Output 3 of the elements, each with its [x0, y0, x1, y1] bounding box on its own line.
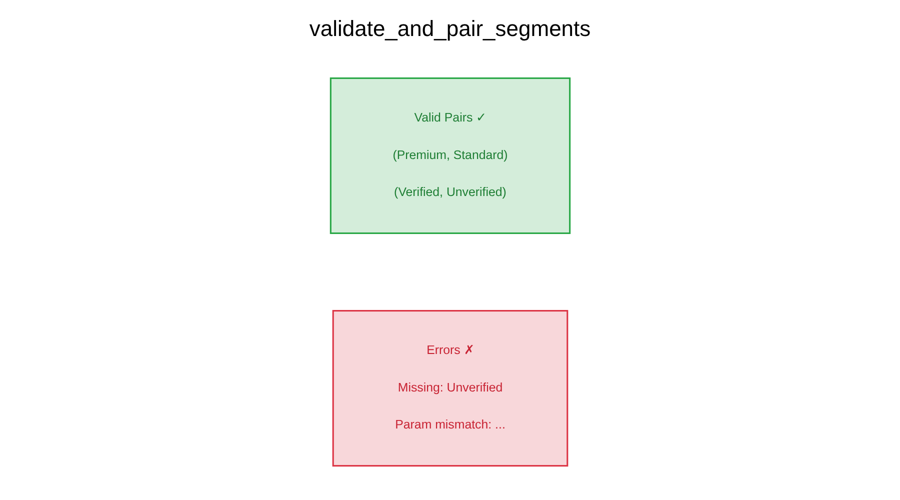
diagram-title: validate_and_pair_segments	[308, 16, 592, 42]
node-box: Errors ✗ Missing: Unverified Param mismatch: ...	[332, 310, 568, 467]
node-box: Valid Pairs ✓ (Premium, Standard) (Verified, Unverified)	[330, 77, 570, 234]
